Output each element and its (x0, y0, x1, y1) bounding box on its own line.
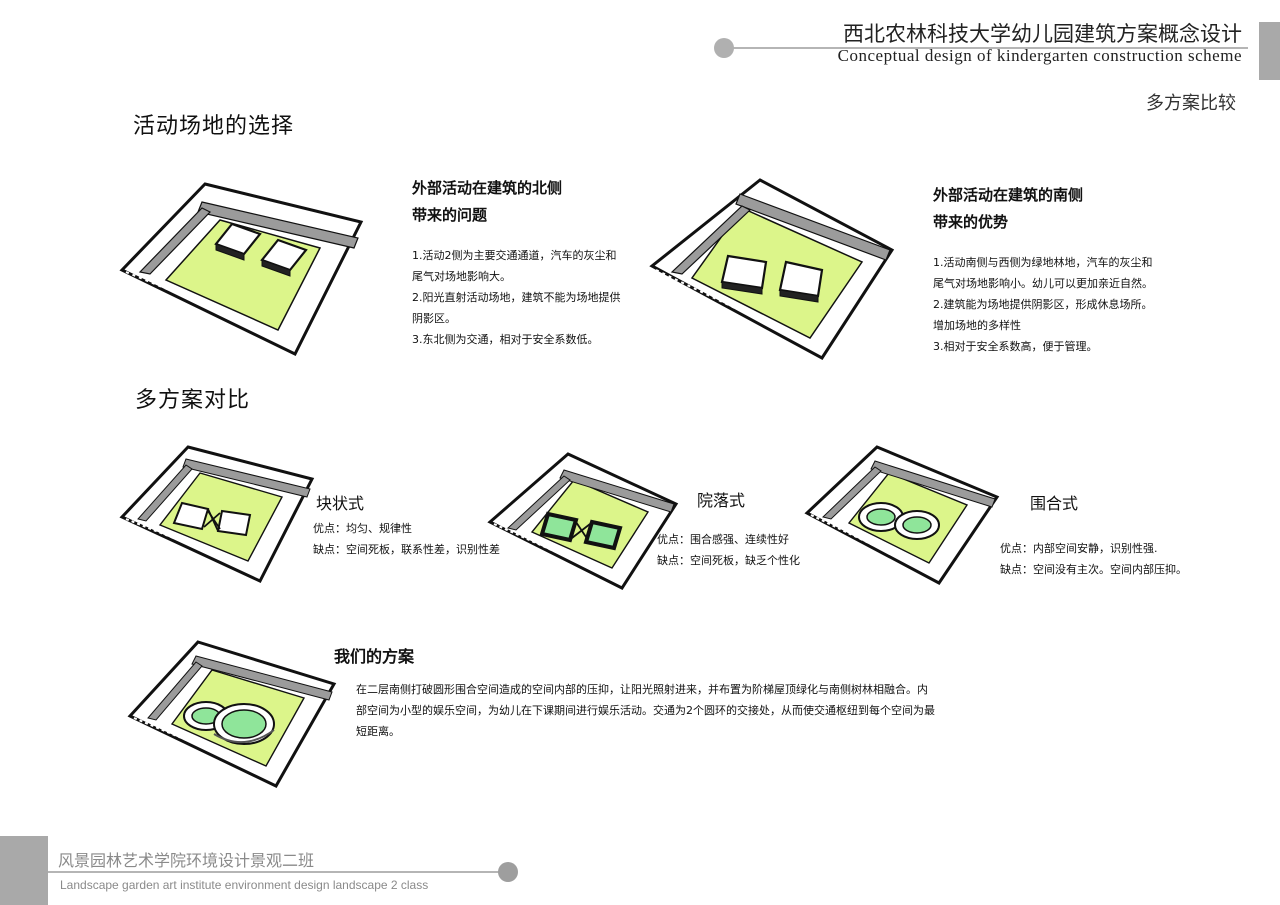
north-block: 外部活动在建筑的北侧 带来的问题 1.活动2侧为主要交通通道，汽车的灰尘和 尾气… (412, 175, 621, 350)
header-title-cn: 西北农林科技大学幼儿园建筑方案概念设计 (843, 22, 1242, 46)
diagram-block (119, 445, 315, 583)
building-block (172, 501, 210, 531)
ring-courtyard (866, 508, 896, 526)
ours-title: 我们的方案 (334, 647, 415, 666)
enclosed-cons: 缺点：空间没有主次。空间内部压抑。 (1000, 563, 1187, 576)
footer-side-bar (0, 836, 48, 905)
diagram-north (119, 182, 364, 356)
road-west (138, 207, 212, 275)
block-scheme-text: 优点：均匀、规律性 缺点：空间死板，联系性差，识别性差 (313, 518, 500, 560)
road-dots (655, 269, 819, 349)
building-block (261, 259, 291, 277)
road-west (506, 475, 571, 531)
header-subtitle: 多方案比较 (1146, 93, 1236, 114)
ours-line: 短距离。 (356, 725, 400, 738)
site-green-area (690, 207, 864, 339)
north-line: 1.活动2侧为主要交通通道，汽车的灰尘和 (412, 249, 617, 262)
ring-courtyard-large (221, 709, 267, 739)
road-dots (493, 523, 619, 581)
building-block (216, 509, 252, 537)
road-dots (133, 717, 273, 777)
north-line: 2.阳光直射活动场地，建筑不能为场地提供 (412, 291, 621, 304)
road-dots (810, 514, 936, 576)
header-side-bar (1259, 22, 1280, 80)
diagram-courtyard (487, 452, 679, 590)
block-cons: 缺点：空间死板，联系性差，识别性差 (313, 543, 500, 556)
header-dot-icon (714, 38, 734, 58)
footer-divider (48, 871, 508, 873)
road-west (137, 464, 193, 522)
building-block (215, 243, 245, 261)
south-line: 3.相对于安全系数高，便于管理。 (933, 340, 1098, 353)
ring-courtyard (902, 516, 932, 534)
south-subheading: 带来的优势 (933, 213, 1009, 231)
enclosed-scheme: 围合式 (1030, 490, 1078, 514)
header-title-en: Conceptual design of kindergarten constr… (837, 46, 1242, 65)
north-line: 尾气对场地影响大。 (412, 270, 511, 283)
road-west (147, 661, 203, 721)
courtyard-scheme-text: 优点：围合感强、连续性好 缺点：空间死板，缺乏个性化 (657, 529, 800, 571)
ours-text: 在二层南侧打破圆形围合空间造成的空间内部的压抑，让阳光照射进来，并布置为阶梯屋顶… (356, 679, 935, 742)
footer-dot-icon (498, 862, 518, 882)
courtyard-building (583, 519, 623, 551)
block-title: 块状式 (316, 494, 365, 513)
header-divider (724, 47, 1248, 49)
block-pros: 优点：均匀、规律性 (313, 522, 412, 535)
south-block: 外部活动在建筑的南侧 带来的优势 1.活动南侧与西侧为绿地林地，汽车的灰尘和 尾… (933, 182, 1153, 357)
footer-title-cn: 风景园林艺术学院环境设计景观二班 (58, 851, 315, 870)
ours-line: 在二层南侧打破圆形围合空间造成的空间内部的压抑，让阳光照射进来，并布置为阶梯屋顶… (356, 683, 928, 696)
north-heading: 外部活动在建筑的北侧 (412, 179, 563, 197)
enclosed-scheme-text: 优点：内部空间安静，识别性强. 缺点：空间没有主次。空间内部压抑。 (1000, 538, 1187, 580)
south-line: 增加场地的多样性 (933, 319, 1021, 332)
road-north (559, 469, 675, 513)
courtyard-building (539, 511, 579, 543)
building-block (779, 289, 819, 303)
enclosed-title: 围合式 (1030, 494, 1079, 513)
north-line: 阴影区。 (412, 312, 456, 325)
courtyard-pros: 优点：围合感强、连续性好 (657, 533, 789, 546)
enclosed-pros: 优点：内部空间安静，识别性强. (1000, 542, 1158, 555)
south-line: 尾气对场地影响小。幼儿可以更加亲近自然。 (933, 277, 1153, 290)
road-north (735, 193, 891, 261)
south-heading: 外部活动在建筑的南侧 (933, 186, 1084, 204)
road-west (822, 466, 882, 520)
section2-title: 多方案对比 (135, 388, 251, 413)
diagram-south (649, 178, 895, 360)
building-block (721, 281, 763, 295)
road-north (870, 460, 996, 508)
road-north (197, 201, 359, 249)
north-subheading: 带来的问题 (412, 206, 488, 224)
section1-title: 活动场地的选择 (133, 114, 295, 139)
road-west (670, 205, 752, 275)
road-dots (125, 518, 257, 572)
courtyard-scheme: 院落式 (697, 487, 745, 511)
block-scheme: 块状式 (316, 490, 364, 514)
road-north (182, 458, 311, 498)
road-dots (125, 271, 291, 341)
south-line: 2.建筑能为场地提供阴影区，形成休息场所。 (933, 298, 1153, 311)
road-north (191, 655, 333, 701)
courtyard-cons: 缺点：空间死板，缺乏个性化 (657, 554, 800, 567)
diagram-ours (127, 640, 337, 788)
south-line: 1.活动南侧与西侧为绿地林地，汽车的灰尘和 (933, 256, 1153, 269)
ring-step-shadow (213, 729, 275, 744)
ours-line: 部空间为小型的娱乐空间，为幼儿在下课期间进行娱乐活动。交通为2个圆环的交接处，从… (356, 704, 935, 717)
footer-title-en: Landscape garden art institute environme… (60, 878, 429, 892)
north-line: 3.东北侧为交通，相对于安全系数低。 (412, 333, 599, 346)
diagram-enclosed (804, 445, 1000, 585)
courtyard-title: 院落式 (697, 491, 746, 510)
